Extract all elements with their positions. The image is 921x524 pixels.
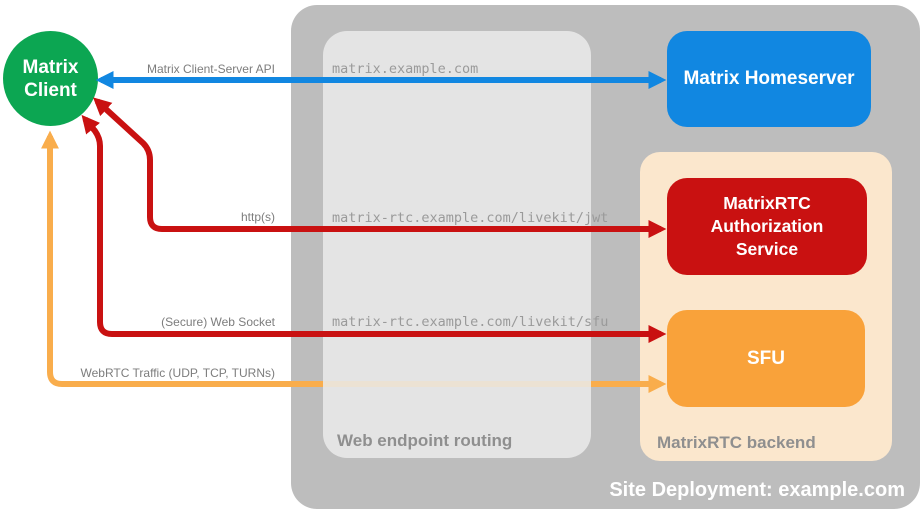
client-server-api-arrow-label: Matrix Client-Server API bbox=[146, 62, 275, 76]
webrtc-arrow-label: WebRTC Traffic (UDP, TCP, TURNs) bbox=[80, 366, 276, 380]
websocket-arrow-label: (Secure) Web Socket bbox=[161, 315, 275, 329]
matrixrtc-backend-label: MatrixRTC backend bbox=[657, 433, 816, 452]
web-endpoint-routing-label: Web endpoint routing bbox=[337, 431, 513, 450]
endpoint-url-livekit-sfu: matrix-rtc.example.com/livekit/sfu bbox=[332, 314, 609, 330]
endpoint-url-homeserver: matrix.example.com bbox=[332, 61, 479, 77]
web-endpoint-routing-container: Web endpoint routing bbox=[323, 31, 591, 458]
https-arrow-label: http(s) bbox=[240, 210, 275, 224]
node-matrix-homeserver: Matrix Homeserver bbox=[667, 31, 871, 127]
node-sfu: SFU bbox=[667, 310, 865, 407]
site-deployment-label: Site Deployment: example.com bbox=[609, 479, 905, 501]
endpoint-url-livekit-jwt: matrix-rtc.example.com/livekit/jwt bbox=[332, 210, 609, 226]
node-matrix-client: Matrix Client bbox=[3, 31, 98, 126]
node-matrixrtc-authorization-service: MatrixRTC Authorization Service bbox=[667, 178, 867, 275]
